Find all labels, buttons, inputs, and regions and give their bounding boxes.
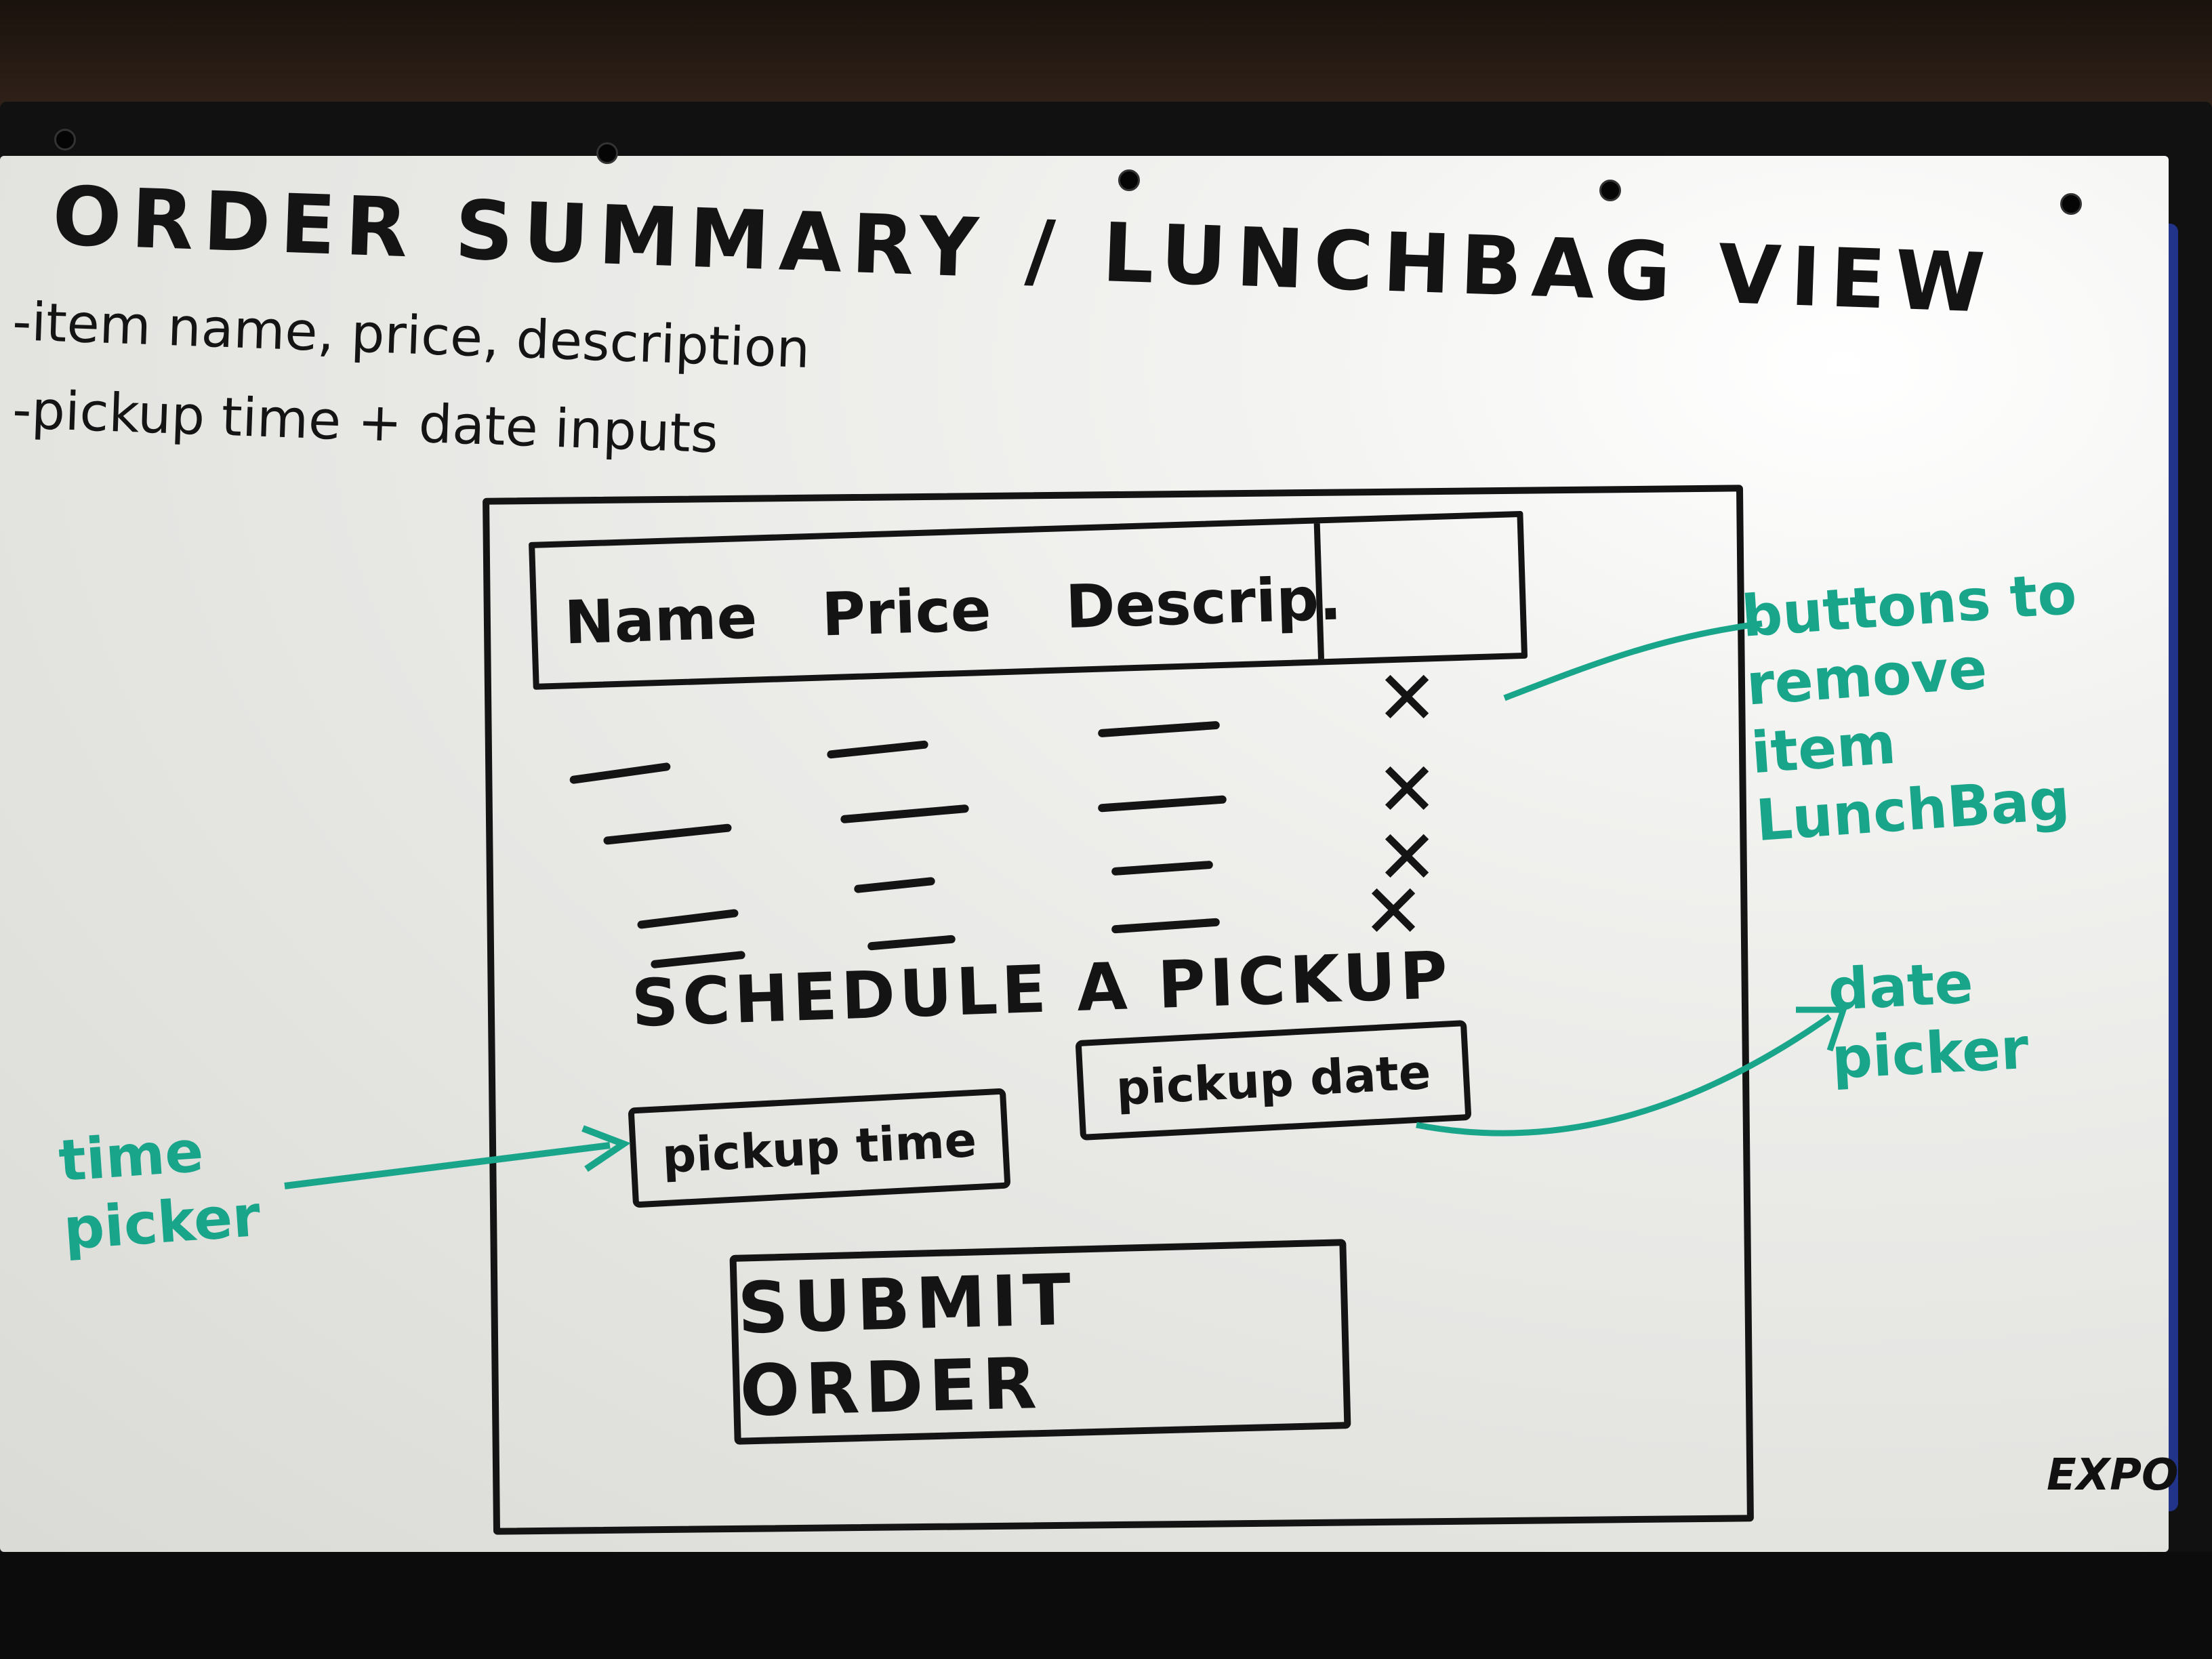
remove-item-button[interactable]: ✕ — [1362, 868, 1425, 955]
arrow-head-icon — [581, 1125, 631, 1172]
arrow-remove-annotation — [1503, 620, 1763, 701]
whiteboard — [0, 156, 2169, 1552]
arrow-time-picker — [284, 1142, 611, 1189]
rivet — [1118, 169, 1140, 191]
remove-item-button[interactable]: ✕ — [1376, 814, 1439, 901]
rivet — [1599, 180, 1621, 201]
rivet — [54, 129, 76, 150]
rivet — [596, 142, 618, 164]
remove-item-button[interactable]: ✕ — [1376, 746, 1439, 833]
arrow-date-picker — [1416, 1014, 1832, 1136]
arrow-head-icon — [1796, 1006, 1848, 1052]
remove-item-button[interactable]: ✕ — [1376, 655, 1439, 741]
board-tray — [0, 1552, 2212, 1659]
rivet — [2060, 193, 2082, 215]
expo-logo: EXPO. — [2047, 1450, 2194, 1500]
